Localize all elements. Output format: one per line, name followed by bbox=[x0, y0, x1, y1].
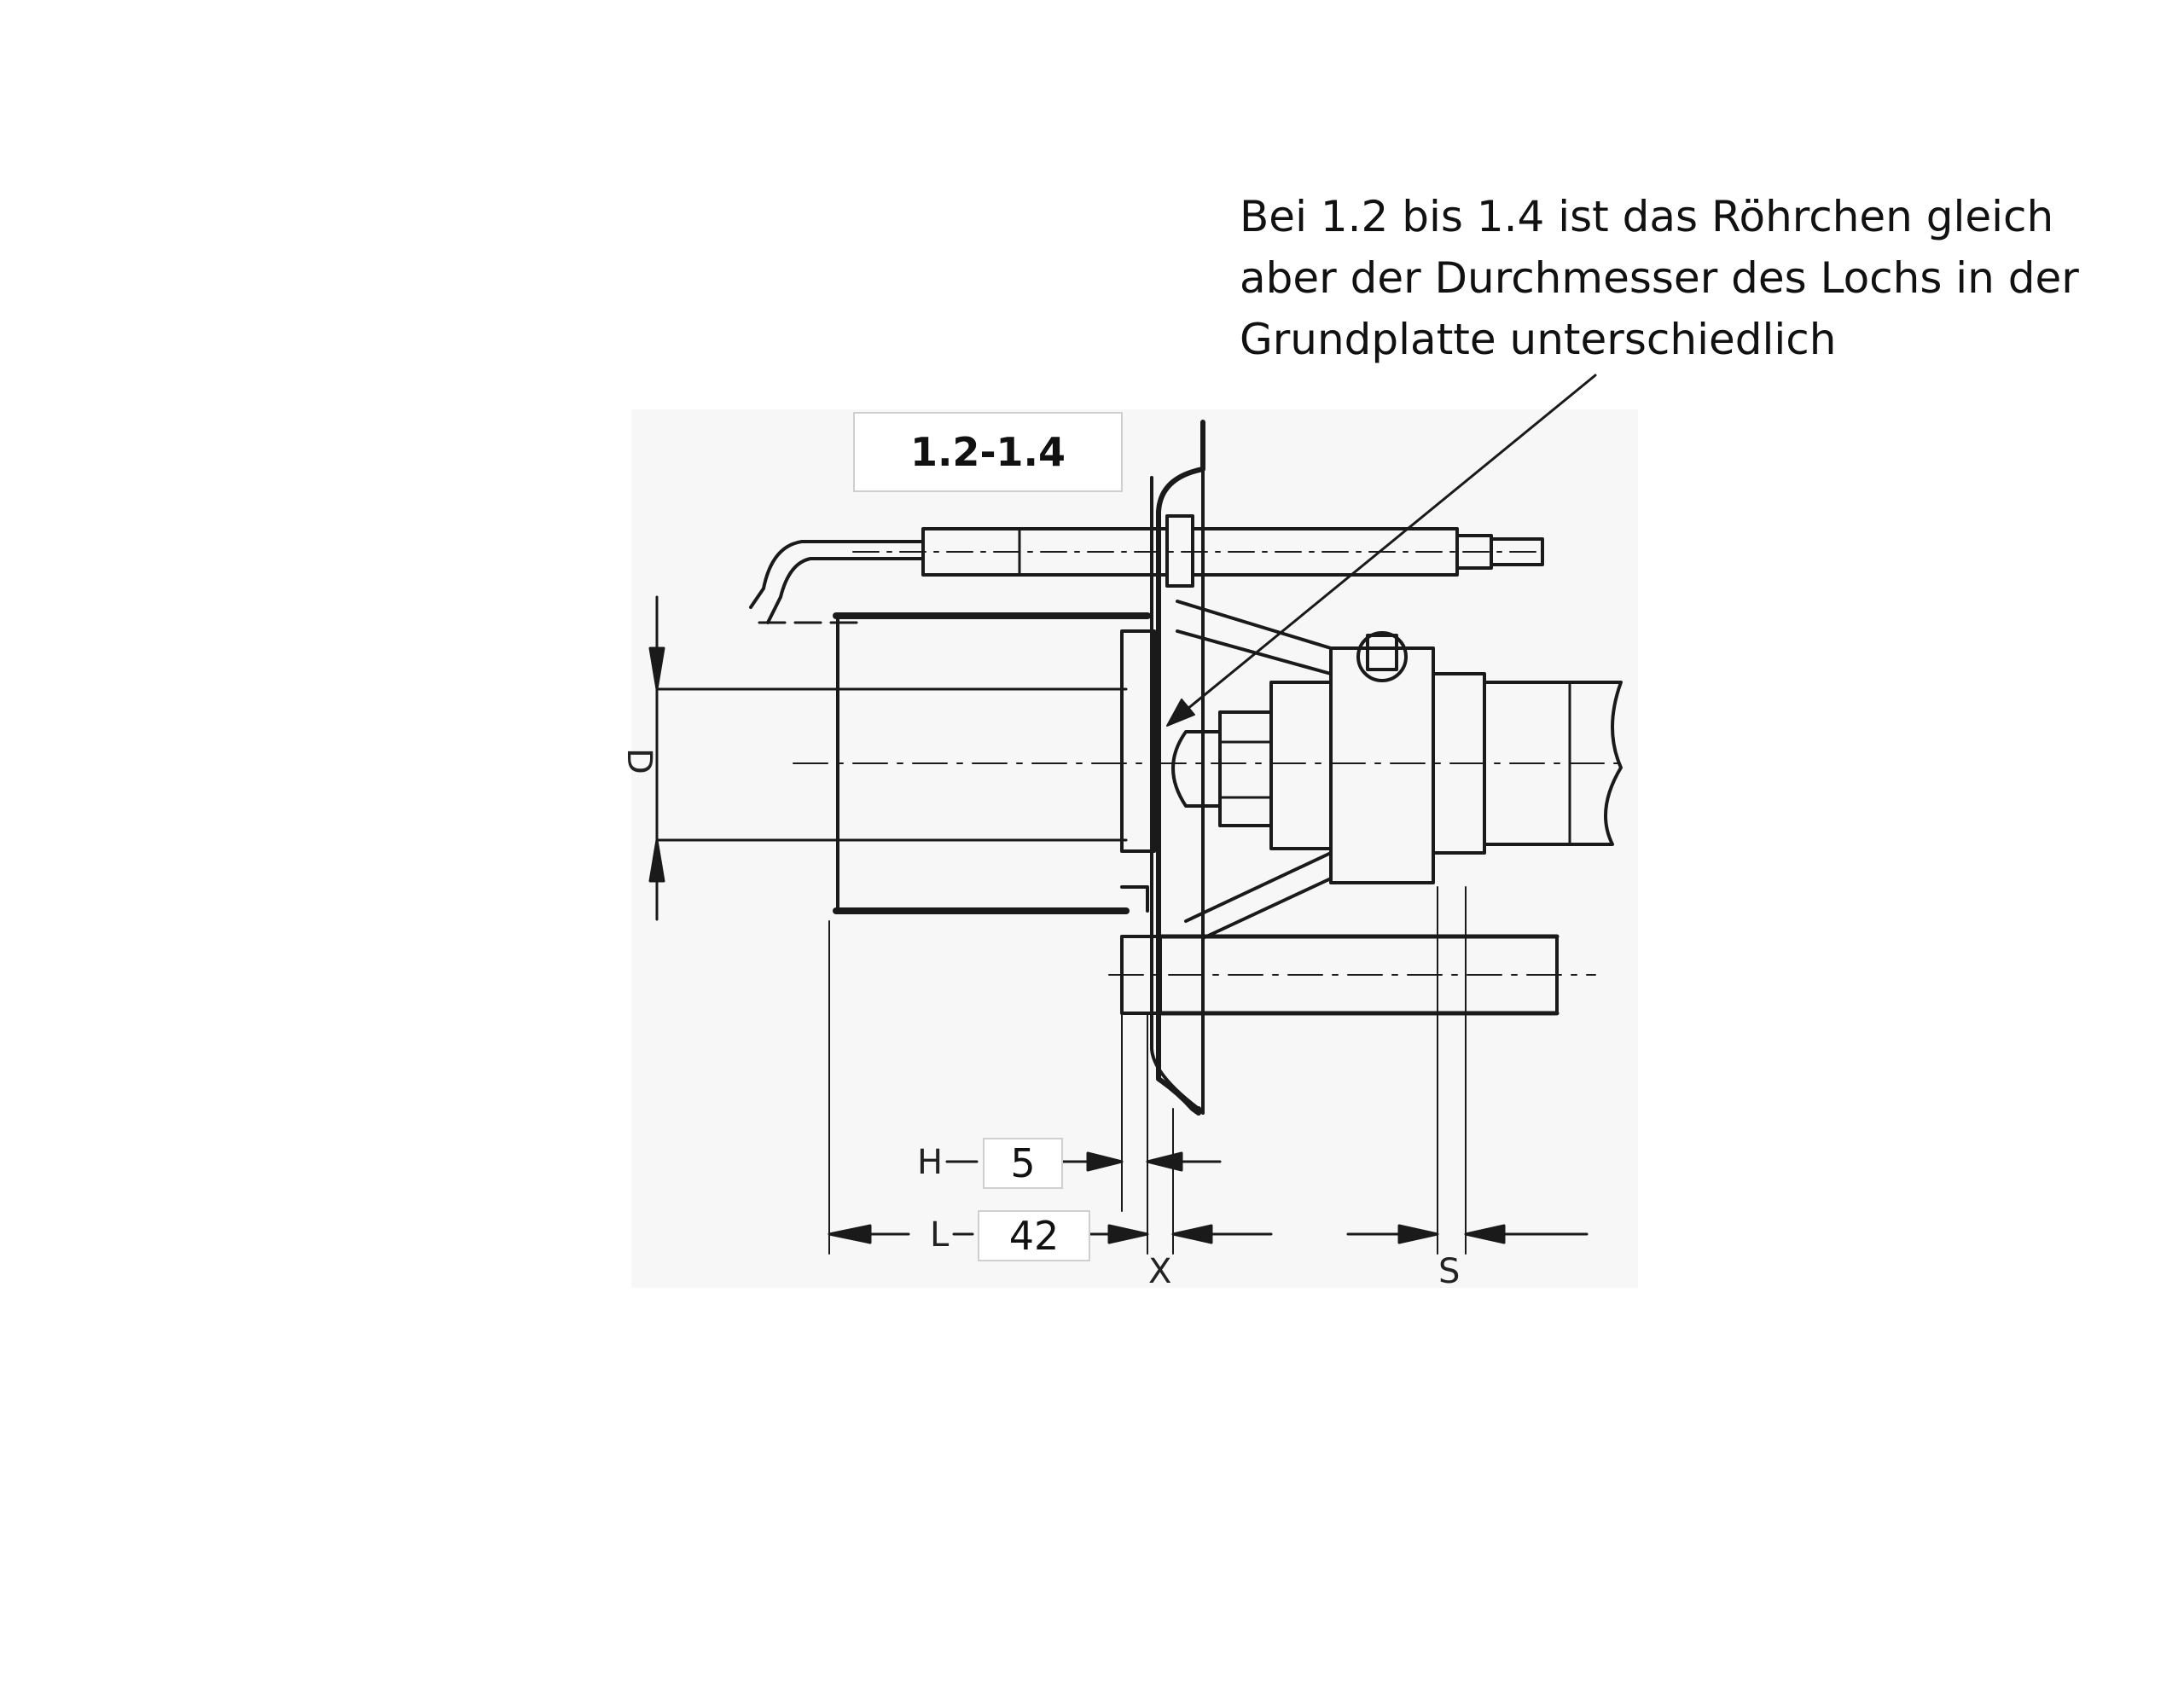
d-letter: D bbox=[619, 748, 659, 774]
annotation-line-2: aber der Durchmesser des Lochs in der bbox=[1240, 253, 2079, 303]
annotation-leader-arrow bbox=[1166, 374, 1597, 727]
extension-lines bbox=[828, 886, 1467, 1255]
dimension-s-arrows bbox=[1346, 1224, 1589, 1244]
x-letter: X bbox=[1148, 1252, 1172, 1291]
annotation-line-3: Grundplatte unterschiedlich bbox=[1240, 315, 1837, 364]
l-value-box: 42 bbox=[978, 1210, 1090, 1261]
scan-background bbox=[631, 409, 1638, 1288]
support-arm-bottom bbox=[1184, 851, 1333, 940]
annotation-line-1: Bei 1.2 bis 1.4 ist das Röhrchen gleich bbox=[1240, 192, 2054, 241]
dimension-l-arrows bbox=[828, 1224, 1273, 1244]
support-arm-top bbox=[1176, 600, 1333, 675]
mounting-flange bbox=[1156, 420, 1205, 1116]
variant-label: 1.2-1.4 bbox=[853, 412, 1123, 492]
burner-tube bbox=[758, 612, 1156, 914]
ignition-electrode bbox=[749, 514, 1544, 624]
h-letter: H bbox=[917, 1143, 944, 1182]
s-letter: S bbox=[1438, 1252, 1461, 1291]
dimension-h-arrows bbox=[945, 1151, 1222, 1172]
h-value-box: 5 bbox=[983, 1138, 1063, 1189]
lower-rod bbox=[1108, 934, 1596, 1016]
l-letter: L bbox=[930, 1215, 950, 1255]
annotation-note: Bei 1.2 bis 1.4 ist das Röhrchen gleich … bbox=[1240, 186, 2093, 370]
dimension-d bbox=[648, 595, 1128, 921]
